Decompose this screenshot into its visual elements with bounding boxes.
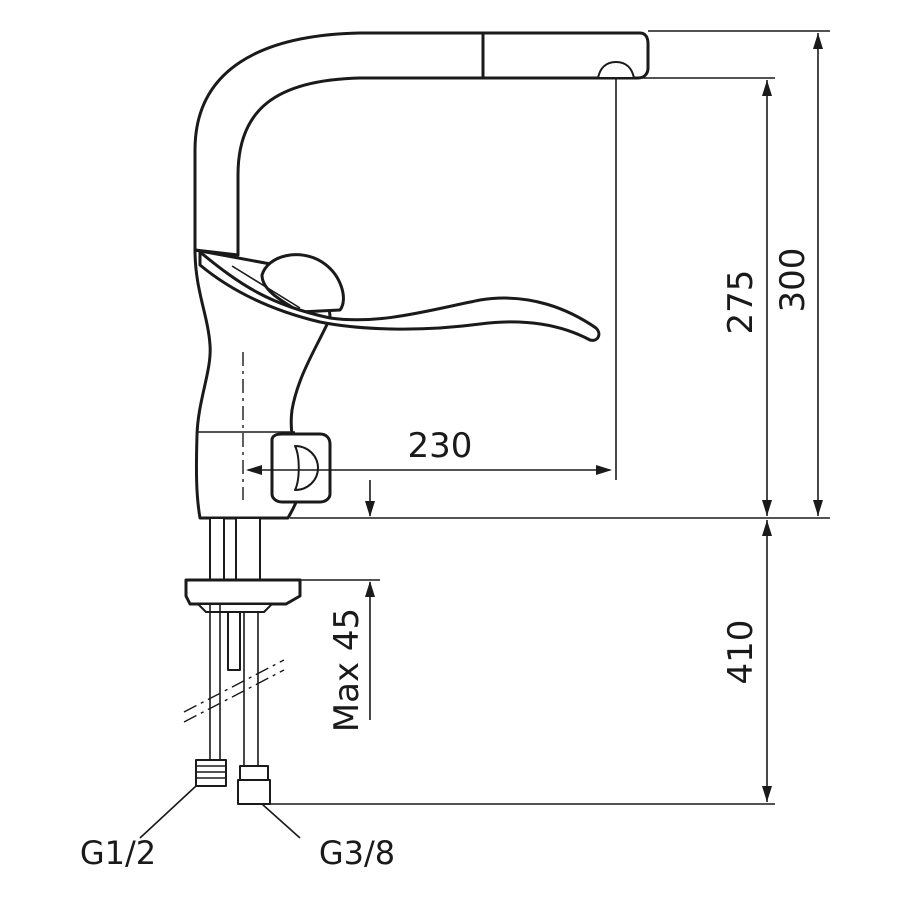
dim-reach-label: 230 <box>408 426 473 466</box>
dim-reach-arrow-left <box>246 465 262 475</box>
leader-right <box>261 803 301 839</box>
dim-max-arrow-bottom <box>365 581 375 597</box>
fitting-right-nut <box>237 779 271 805</box>
side-knob-detail <box>294 445 319 491</box>
shank-right <box>235 517 261 581</box>
aerator-nozzle <box>597 61 635 79</box>
dim-hose-arrow-bottom <box>762 786 772 802</box>
dim-hose-label: 410 <box>721 620 761 685</box>
dim-total-height-arrow-top <box>813 33 823 49</box>
mounting-plate <box>184 578 302 606</box>
connection-label-right: G3/8 <box>319 834 395 872</box>
threaded-rod <box>227 611 241 671</box>
break-line-2 <box>183 669 285 723</box>
leader-left <box>139 785 197 839</box>
spout-arm <box>193 31 487 257</box>
mounting-nut <box>197 603 273 613</box>
lever-handle <box>198 250 601 342</box>
fitting-left <box>195 759 227 787</box>
connection-label-left: G1/2 <box>80 834 156 872</box>
dim-spout-height-arrow-top <box>762 80 772 96</box>
dim-spout-height-arrow-bottom <box>762 500 772 516</box>
shank-left <box>209 517 225 581</box>
fitting-right <box>239 765 269 781</box>
break-line-1 <box>183 659 285 713</box>
dim-total-height-arrow-bottom <box>813 500 823 516</box>
dim-hose-arrow-top <box>762 520 772 536</box>
dim-max-arrow-top <box>365 501 375 517</box>
dim-spout-height-label: 275 <box>721 270 761 335</box>
dim-max-label: Max 45 <box>327 608 367 732</box>
lever-detail-line <box>231 265 301 309</box>
dim-reach-arrow-right <box>596 465 612 475</box>
dim-total-height-label: 300 <box>773 248 813 313</box>
